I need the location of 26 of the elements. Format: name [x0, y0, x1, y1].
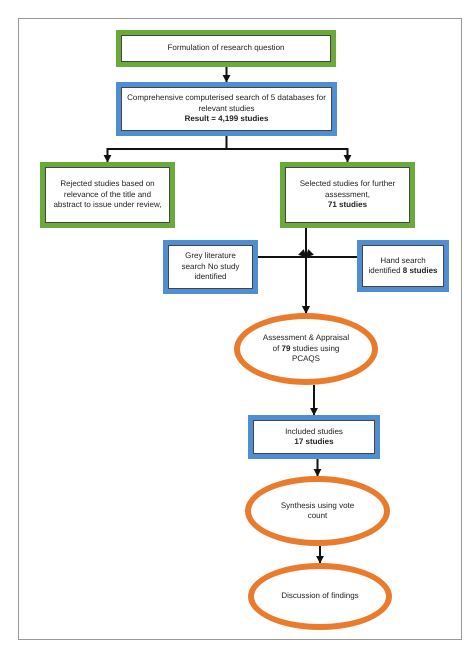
process-box [40, 162, 175, 228]
arrow [310, 385, 318, 416]
process-box [116, 30, 336, 67]
node-text: Assessment & Appraisal of 79 studies using PCAQS [262, 333, 350, 365]
node-text: Comprehensive computerised search of 5 databases for relevant studies [126, 93, 327, 114]
node-text: 71 studies [328, 200, 368, 211]
arrow [316, 546, 324, 564]
process-box [280, 162, 415, 228]
node-text: Result = 4,199 studies [184, 114, 268, 125]
node-text: Discussion of findings [281, 591, 359, 602]
arrow [222, 67, 230, 83]
node-text: Included studies [285, 426, 343, 437]
node-text: 17 studies [294, 437, 334, 448]
node-text: Selected studies for further assessment, [298, 179, 396, 200]
node-text: Formulation of research question [168, 43, 284, 54]
node-text: Hand search identified 8 studies [368, 256, 438, 276]
node-text: Synthesis using vote count [280, 500, 356, 522]
arrow [226, 136, 352, 163]
node-text: Grey literature search No study identified [180, 251, 240, 283]
arrow [314, 459, 322, 477]
process-box [357, 240, 449, 292]
process-box [163, 240, 258, 294]
node-text: Rejected studies based on relevance of the title and abstract to issue under review, [52, 179, 163, 211]
process-box [248, 415, 380, 459]
arrow [302, 249, 357, 313]
process-box [116, 82, 337, 136]
